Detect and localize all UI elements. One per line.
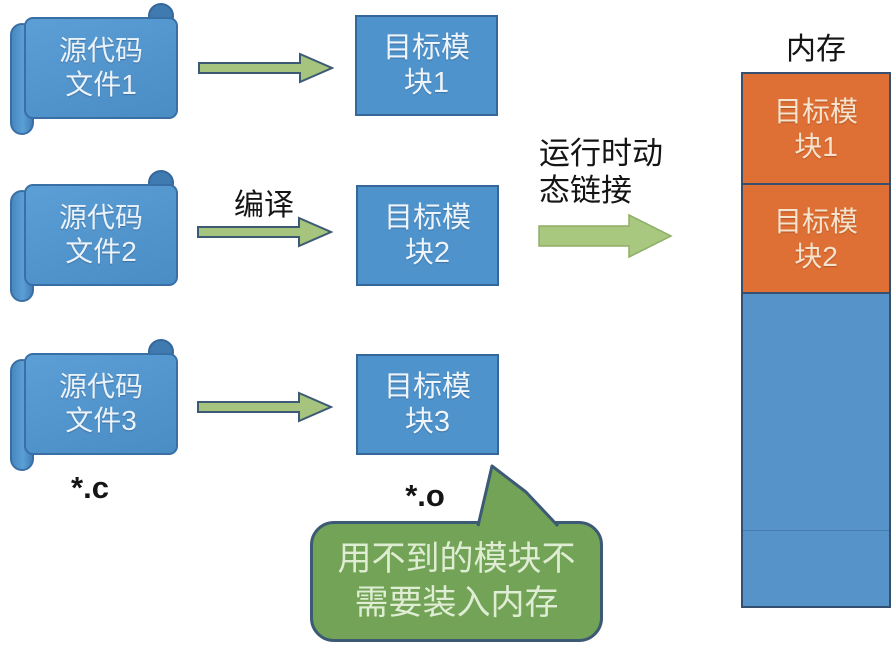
source-file-2-line2: 文件2 bbox=[65, 236, 137, 267]
callout-bubble-tail bbox=[476, 464, 560, 528]
callout-line1: 用不到的模块不 bbox=[337, 539, 576, 578]
c-extension-label: *.c bbox=[71, 470, 109, 505]
object-module-2-line2: 块2 bbox=[404, 236, 451, 269]
runtime-linking-label: 运行时动 态链接 bbox=[539, 136, 719, 209]
runtime-linking-line1: 运行时动 bbox=[539, 136, 663, 171]
object-module-2-line1: 目标模 bbox=[383, 201, 471, 234]
source-file-2-line1: 源代码 bbox=[58, 202, 143, 234]
object-module-1-box: 目标模 块1 bbox=[355, 15, 498, 116]
source-file-3-scroll: 源代码 文件3 bbox=[10, 339, 178, 471]
runtime-linking-line2: 态链接 bbox=[539, 172, 632, 208]
memory-free-segment bbox=[743, 292, 889, 606]
memory-module-1-segment: 目标模 块1 bbox=[743, 74, 889, 183]
compile-label: 编译 bbox=[234, 189, 294, 222]
memory-column: 目标模 块1 目标模 块2 bbox=[741, 72, 891, 608]
o-extension-label: *.o bbox=[405, 478, 445, 513]
memory-free-divider bbox=[743, 530, 889, 531]
object-module-2-box: 目标模 块2 bbox=[356, 185, 499, 286]
object-module-1-line1: 目标模 bbox=[382, 31, 470, 64]
source-file-3-line1: 源代码 bbox=[58, 371, 143, 403]
object-module-3-line2: 块3 bbox=[404, 405, 451, 438]
source-file-3-label: 源代码 文件3 bbox=[24, 353, 178, 455]
compile-arrow-3-icon bbox=[197, 391, 333, 423]
object-module-3-line1: 目标模 bbox=[383, 370, 471, 403]
callout-bubble: 用不到的模块不 需要装入内存 bbox=[310, 521, 603, 642]
object-module-3-box: 目标模 块3 bbox=[356, 354, 499, 455]
source-file-1-line2: 文件1 bbox=[65, 69, 137, 100]
source-file-3-line2: 文件3 bbox=[65, 405, 137, 436]
compile-arrow-2-icon bbox=[197, 216, 333, 248]
memory-module-1-line2: 块1 bbox=[794, 130, 838, 162]
source-file-2-label: 源代码 文件2 bbox=[24, 184, 178, 286]
source-file-1-label: 源代码 文件1 bbox=[24, 17, 178, 119]
object-module-1-line2: 块1 bbox=[403, 66, 450, 99]
memory-title: 内存 bbox=[786, 33, 846, 66]
callout-line2: 需要装入内存 bbox=[354, 583, 559, 622]
runtime-linking-arrow-icon bbox=[538, 213, 673, 259]
source-file-1-line1: 源代码 bbox=[58, 35, 143, 67]
memory-module-1-line1: 目标模 bbox=[773, 95, 858, 127]
compile-arrow-1-icon bbox=[198, 52, 334, 84]
memory-module-2-segment: 目标模 块2 bbox=[743, 183, 889, 292]
memory-module-2-line1: 目标模 bbox=[773, 205, 858, 237]
source-file-1-scroll: 源代码 文件1 bbox=[10, 3, 178, 135]
source-file-2-scroll: 源代码 文件2 bbox=[10, 170, 178, 302]
memory-module-2-line2: 块2 bbox=[794, 240, 838, 272]
